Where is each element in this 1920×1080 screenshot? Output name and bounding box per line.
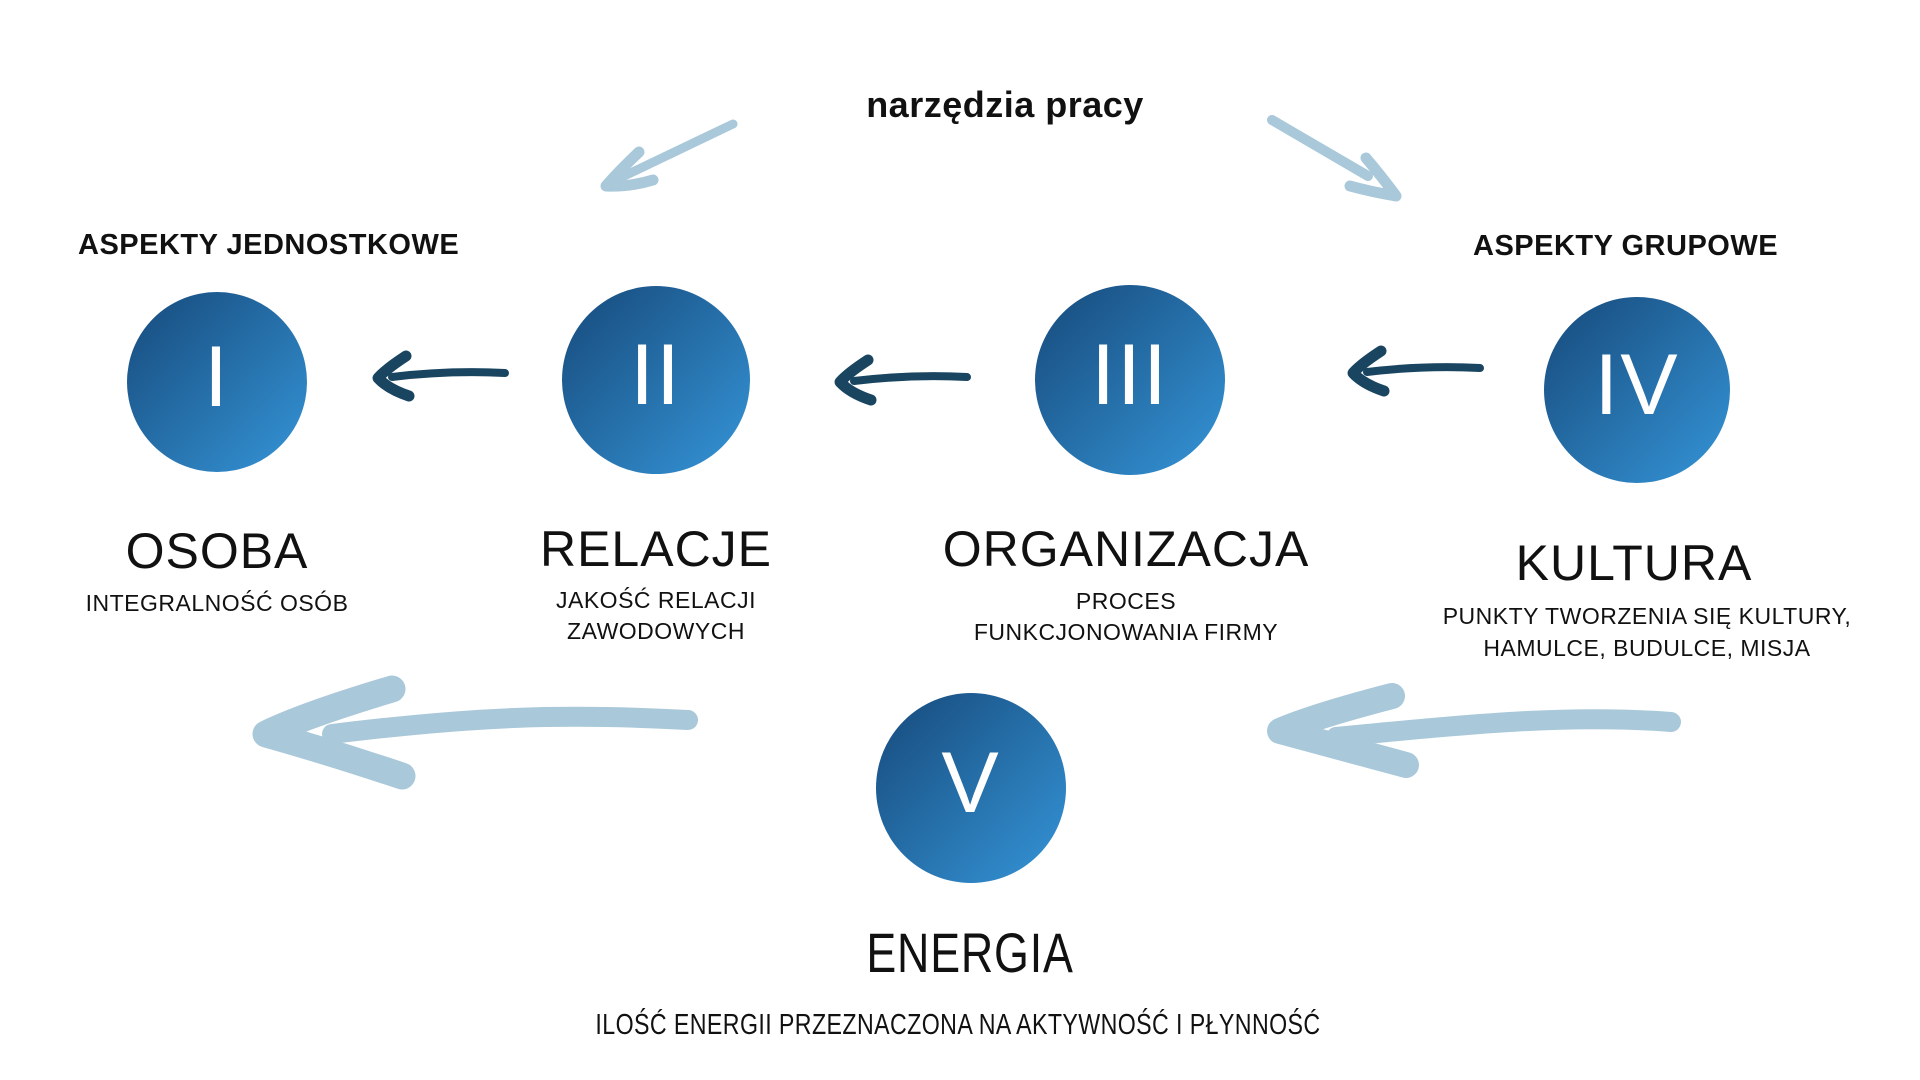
sublabel-relacje: JAKOŚĆ RELACJI ZAWODOWYCH [556, 585, 756, 647]
sublabel-line: JAKOŚĆ RELACJI [556, 587, 756, 613]
sublabel-kultura: PUNKTY TWORZENIA SIĘ KULTURY, HAMULCE, B… [1443, 600, 1852, 664]
sublabel-line: PROCES [1075, 588, 1177, 614]
circle-v: V [876, 693, 1066, 883]
sublabel-line: ILOŚĆ ENERGII PRZEZNACZONA NA AKTYWNOŚĆ … [595, 1009, 1321, 1041]
heading-group-aspects: ASPEKTY GRUPOWE [1473, 230, 1779, 262]
numeral-ii: II [630, 326, 682, 423]
arrow-bottom-left-icon [252, 675, 698, 790]
sublabel-line: FUNKCJONOWANIA FIRMY [973, 619, 1279, 645]
arrow-iv-to-iii-icon [1347, 345, 1484, 397]
label-relacje: RELACJE [539, 521, 773, 577]
sublabel-line: ZAWODOWYCH [567, 618, 745, 644]
numeral-v: V [941, 734, 1001, 831]
circle-ii: II [562, 286, 750, 474]
numeral-iii: III [1091, 326, 1169, 423]
arrow-ii-to-i-icon [372, 350, 509, 402]
label-osoba: OSOBA [125, 523, 309, 579]
arrow-title-left-icon [600, 119, 738, 192]
sublabel-organizacja: PROCES FUNKCJONOWANIA FIRMY [974, 586, 1278, 648]
arrow-title-right-icon [1267, 115, 1402, 202]
sublabel-energia: ILOŚĆ ENERGII PRZEZNACZONA NA AKTYWNOŚĆ … [505, 1010, 1411, 1041]
circle-iii: III [1035, 285, 1225, 475]
heading-individual-aspects: ASPEKTY JEDNOSTKOWE [78, 229, 460, 261]
label-organizacja: ORGANIZACJA [942, 521, 1310, 577]
label-energia-text: ENERGIA [866, 921, 1074, 984]
arrow-iii-to-ii-icon [834, 354, 971, 406]
arrow-bottom-right-icon [1267, 683, 1681, 778]
numeral-i: I [204, 328, 230, 425]
circle-iv: IV [1544, 297, 1730, 483]
sublabel-line: PUNKTY TWORZENIA SIĘ KULTURY, [1442, 603, 1852, 629]
sublabel-osoba: INTEGRALNOŚĆ OSÓB [86, 588, 349, 619]
sublabel-line: INTEGRALNOŚĆ OSÓB [85, 590, 349, 616]
numeral-iv: IV [1594, 336, 1680, 433]
diagram-title: narzędzia pracy [866, 84, 1144, 125]
label-energia: ENERGIA [840, 920, 1099, 985]
sublabel-line: HAMULCE, BUDULCE, MISJA [1483, 635, 1811, 661]
label-kultura: KULTURA [1515, 535, 1753, 591]
circle-i: I [127, 292, 307, 472]
